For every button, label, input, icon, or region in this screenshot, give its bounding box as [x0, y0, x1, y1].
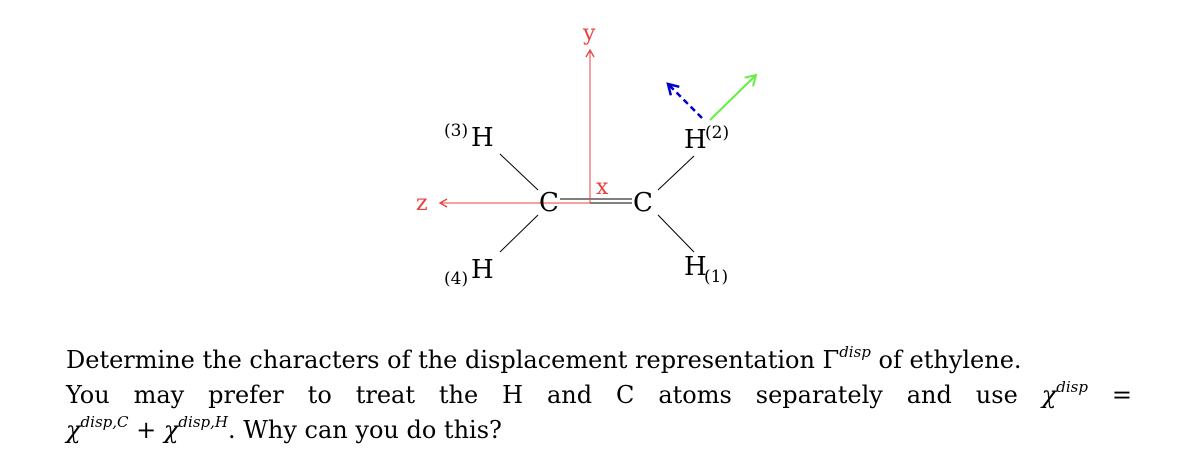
question-line-1: Determine the characters of the displace…: [66, 343, 1022, 374]
displacement-arrow-dashed: [668, 84, 703, 119]
bond-c2-h1: [657, 214, 695, 253]
gamma-superscript: disp: [839, 343, 871, 361]
bond-c1-h3: [499, 153, 539, 191]
bond-c1-h4: [499, 214, 539, 253]
question-text: Determine the characters of the displace…: [66, 343, 1132, 449]
bond-c2-h2: [657, 155, 695, 191]
z-axis-label: z: [416, 191, 428, 216]
atom-c-right: C: [633, 188, 653, 218]
x-axis-label: x: [596, 175, 609, 200]
atom-h3: H: [471, 123, 494, 153]
y-axis-label: y: [582, 21, 596, 46]
atom-h4: H: [471, 255, 494, 285]
question-line-3: χdisp,C + χdisp,H. Why can you do this?: [66, 413, 502, 444]
atom-h1: H: [684, 252, 707, 282]
atom-h2-label: (2): [705, 123, 729, 143]
chi-superscript: disp: [1056, 378, 1088, 396]
atom-h4-label: (4): [444, 269, 468, 289]
question-line-2: You may prefer to treat the H and C atom…: [66, 378, 1132, 409]
ethylene-diagram: y z x C C H (1) H (2) (3) H (4) H: [416, 21, 758, 289]
atom-h3-label: (3): [444, 121, 468, 141]
atom-c-left: C: [539, 188, 559, 218]
displacement-arrow-solid: [709, 73, 758, 121]
atom-h2: H: [684, 125, 707, 155]
atom-h1-label: (1): [704, 267, 728, 287]
